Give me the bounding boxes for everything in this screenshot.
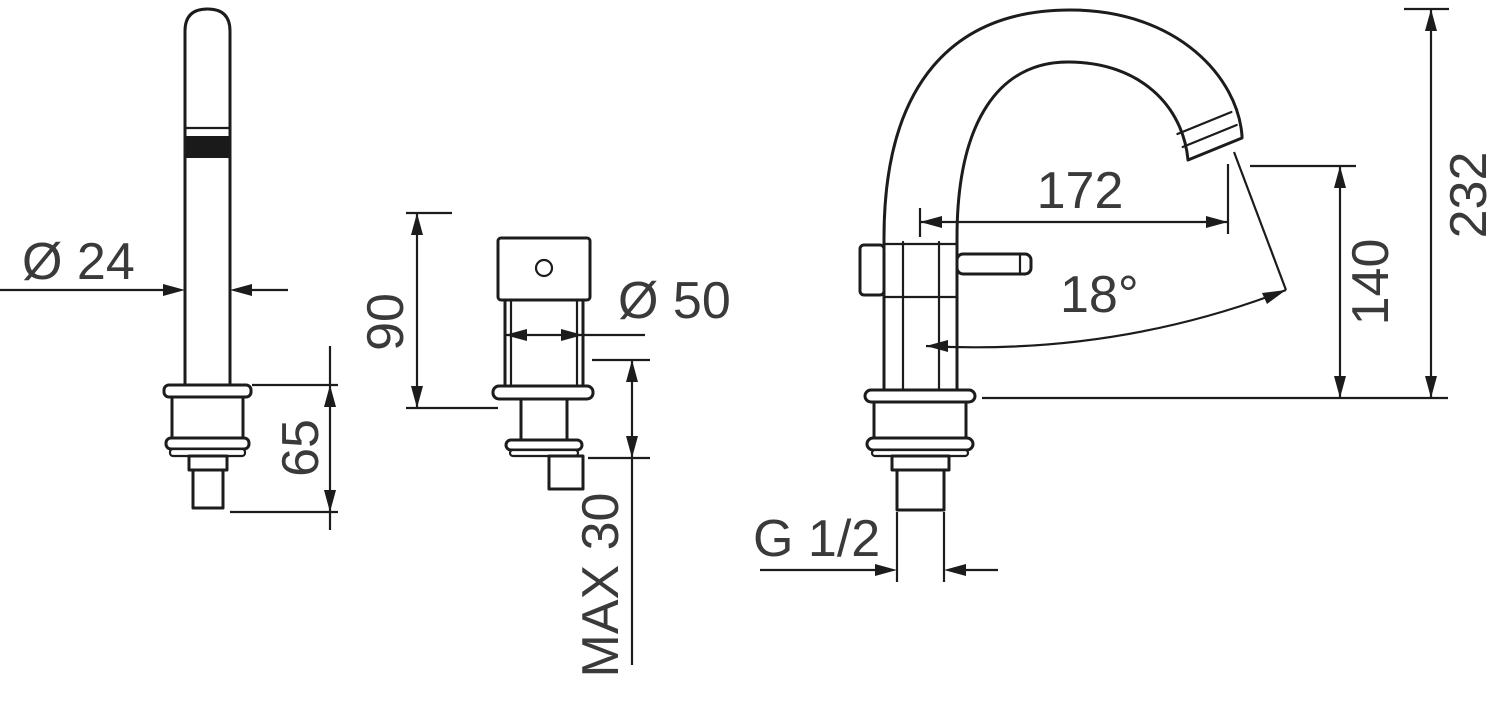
dim-overall-height: 232 <box>1404 7 1498 398</box>
spout-angle-label: 18° <box>1060 266 1139 324</box>
valve-dish-flange <box>504 438 584 452</box>
arrow-down-icon <box>324 490 336 512</box>
arrow-up-icon <box>411 213 423 235</box>
arrow-right-icon <box>1206 216 1228 228</box>
lower-flange <box>865 436 975 452</box>
threaded-tail <box>895 468 946 512</box>
dim-lines <box>588 358 650 665</box>
arrow-up-icon <box>1334 166 1346 188</box>
valve-connector <box>547 454 585 491</box>
arrow-left-icon <box>944 564 966 576</box>
dim-max-deck-thickness: MAX 30 <box>572 358 650 678</box>
dim-lines <box>760 512 998 582</box>
base-flange <box>162 383 253 399</box>
inlet-thread-label: G 1/2 <box>753 510 880 568</box>
arrow-up-icon <box>626 360 638 382</box>
base-flange <box>863 388 977 404</box>
valve-flange <box>491 384 595 401</box>
overall-height-label: 232 <box>1440 152 1498 239</box>
dim-shank-length: 65 <box>230 346 338 530</box>
arrow-left-icon <box>505 329 527 341</box>
dim-lines <box>918 164 1230 237</box>
valve-side-view <box>491 236 595 491</box>
tail-upper <box>890 454 951 472</box>
faucet-side-view <box>858 8 1244 512</box>
arrow-right-icon <box>163 284 185 296</box>
angle-ray-line <box>1232 151 1288 291</box>
lower-flange <box>164 436 251 451</box>
arrow-down-icon <box>626 436 638 458</box>
valve-head <box>496 236 592 302</box>
arrow-up-icon <box>1425 9 1437 31</box>
valve-diameter-label: Ø 50 <box>618 272 731 330</box>
base-neck-lines <box>872 400 968 440</box>
valve-body-lines <box>503 298 585 388</box>
valve-height-label: 90 <box>357 293 415 351</box>
dim-lines <box>982 164 1448 400</box>
dim-inlet-thread: G 1/2 <box>753 510 998 582</box>
valve-screw <box>534 258 554 278</box>
arrow-up-icon <box>324 385 336 407</box>
spout-reach-label: 172 <box>1037 162 1124 220</box>
arrow-left-icon <box>920 216 942 228</box>
aerator-band <box>186 136 229 158</box>
arrow-down-icon <box>1425 376 1437 398</box>
arrow-left-icon <box>230 284 252 296</box>
dim-spout-reach: 172 <box>918 162 1230 237</box>
tail-upper <box>187 454 229 472</box>
arrow-arc-end-icon <box>1262 290 1286 304</box>
handle-lever <box>955 252 1033 276</box>
angle-arc <box>925 288 1287 349</box>
valve-body-inner-lines <box>509 298 579 388</box>
body-inner-tube-lines <box>901 240 941 392</box>
tail-lower <box>191 468 225 510</box>
dim-valve-height: 90 <box>357 211 498 410</box>
dim-valve-diameter: Ø 50 <box>505 272 731 341</box>
dim-lines <box>406 211 498 410</box>
dim-spout-angle: 18° <box>925 151 1288 352</box>
arrow-right-icon <box>561 329 583 341</box>
gooseneck-spout-outline <box>882 8 1244 390</box>
body-joint-lines <box>882 242 959 299</box>
dim-outlet-height: 140 <box>982 164 1448 400</box>
spout-diameter-label: Ø 24 <box>22 233 135 291</box>
spout-front-view <box>162 7 253 510</box>
arrow-down-icon <box>411 386 423 408</box>
dim-spout-diameter: Ø 24 <box>0 233 288 296</box>
spout-pipe-outline <box>183 7 232 388</box>
valve-stem-lines <box>519 397 569 442</box>
arrow-down-icon <box>1334 376 1346 398</box>
cartridge-collar <box>858 243 886 297</box>
arrow-right-icon <box>875 564 897 576</box>
base-neck-lines <box>170 395 245 440</box>
outlet-height-label: 140 <box>1342 239 1400 326</box>
shank-length-label: 65 <box>272 419 330 477</box>
dim-lines <box>1404 7 1449 398</box>
arrow-arc-start-icon <box>926 340 948 352</box>
max-deck-thickness-label: MAX 30 <box>572 493 630 678</box>
spout-aerator-bands <box>1176 110 1238 149</box>
